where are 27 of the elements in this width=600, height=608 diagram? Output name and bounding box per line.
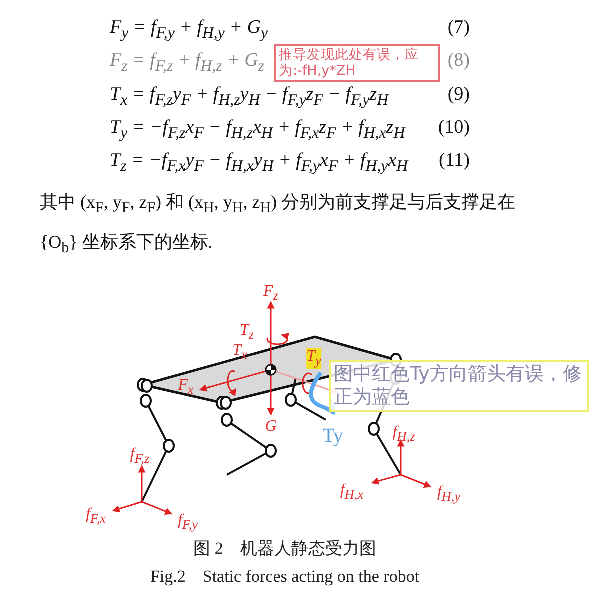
force-label: f$_{H,x}$ [340, 482, 364, 503]
equation: F$_{y}$ = f$_{F,y}$ + f$_{H,y}$ + G$_{y}$ [110, 18, 268, 42]
equation: T$_{y}$ = −f$_{F,z}$x$_{F}$ − f$_{H,z}$x$_{H}$ + f$_{F,x}$z$_{F}$ + f$_{H,x}$z$_{H}$ [110, 118, 406, 142]
figure-caption: 图 2 机器人静态受力图 [194, 540, 376, 559]
equation: F$_{z}$ = f$_{F,z}$ + f$_{H,z}$ + G$_{z}$ [110, 51, 265, 76]
equation-number: (7) [448, 18, 470, 39]
correction-label: Ty [322, 425, 344, 447]
equation-number: (8) [448, 51, 470, 72]
force-label: F$_{z}$ [264, 283, 278, 304]
note-box: 图中红色Ty方向箭头有误，修正为蓝色 [329, 360, 589, 412]
force-label: f$_{F,x}$ [86, 506, 106, 527]
force-label: f$_{F,z}$ [130, 446, 150, 467]
torque-label: T$_{y}$ [306, 348, 322, 369]
paragraph: 其中 (x$_{F}$, y$_{F}$, z$_{F}$) 和 (x$_{H}$, y$_{H}$, z$_{H}$) 分别为前支撑足与后支撑足在 {O$_{b}$} 坐标系下的坐标. [40, 191, 517, 258]
equation-number: (10) [438, 118, 470, 139]
figure-caption: Fig.2 Static forces acting on the robot [150, 568, 420, 587]
equation: T$_{x}$ = f$_{F,z}$y$_{F}$ + f$_{H,z}$y$_{H}$ − f$_{F,y}$z$_{F}$ − f$_{F,y}$z$_{H}$ [110, 85, 389, 110]
note-box: 推导发现此处有误，应为:-fH,y*ZH [274, 44, 440, 82]
equation: T$_{z}$ = −f$_{F,x}$y$_{F}$ − f$_{H,x}$y$_{H}$ + f$_{F,y}$x$_{F}$ + f$_{H,y}$x$_{H}$ [110, 151, 408, 176]
force-label: G [265, 418, 277, 436]
force-label: F$_{x}$ [178, 377, 194, 398]
torque-label: T$_{z}$ [240, 322, 254, 343]
force-label: f$_{F,y}$ [178, 512, 198, 533]
force-label: f$_{H,y}$ [437, 484, 461, 505]
equation-number: (9) [448, 85, 470, 106]
force-label: f$_{H,z}$ [392, 424, 416, 445]
equation-number: (11) [439, 151, 470, 172]
